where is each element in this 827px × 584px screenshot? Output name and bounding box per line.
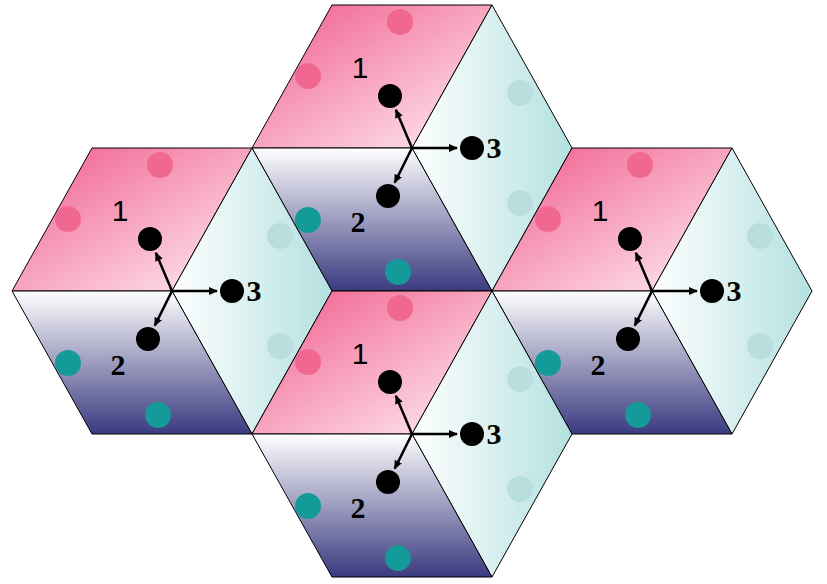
atom-dot [507,476,533,502]
blue-rhombus [252,434,492,577]
callout-number: 2 [351,493,366,523]
vector-arrow [172,290,217,293]
atom-dot [747,223,773,249]
callout-number: 1 [112,196,129,226]
vector-arrow [155,291,172,326]
vector-dot [700,279,724,303]
vector-dot [618,227,642,251]
atom-dot [295,207,321,233]
atom-dot [535,350,561,376]
atom-dot [267,333,293,359]
callout-number: 3 [247,276,262,306]
atom-dot [387,295,413,321]
callout-number: 3 [487,419,502,449]
vector-dot [136,327,160,351]
vector-arrow [395,148,412,183]
vector-dot [376,184,400,208]
atom-dot [507,80,533,106]
vector-arrow [396,396,412,434]
vector-arrow [652,290,697,293]
vector-dot [138,227,162,251]
blue-rhombus [12,291,252,434]
atom-dot [267,223,293,249]
callout-number: 1 [352,53,369,83]
vector-dot [378,370,402,394]
vector-dot [460,136,484,160]
vector-dot [460,422,484,446]
atom-dot [295,493,321,519]
atom-dot [295,349,321,375]
atom-dot [295,63,321,89]
atom-dot [507,366,533,392]
atom-dot [385,545,411,571]
callout-number: 1 [592,196,609,226]
vector-arrow [395,434,412,469]
atom-dot [387,9,413,35]
atom-dot [535,206,561,232]
atom-dot [385,259,411,285]
atom-dot [55,350,81,376]
atom-dot [747,333,773,359]
atom-dot [625,402,651,428]
callout-number: 2 [591,350,606,380]
vector-dot [378,84,402,108]
callout-number: 3 [727,276,742,306]
callout-number: 2 [111,350,126,380]
callout-number: 3 [487,133,502,163]
vector-arrow [412,147,457,150]
vector-arrow [635,291,652,326]
atom-dot [507,190,533,216]
atom-dot [145,402,171,428]
atom-dot [627,152,653,178]
callout-number: 2 [351,207,366,237]
vector-arrow [156,253,172,291]
vector-dot [220,279,244,303]
atom-dot [147,152,173,178]
vector-arrow [396,110,412,148]
vector-dot [376,470,400,494]
vector-dot [616,327,640,351]
atom-dot [55,206,81,232]
callout-number: 1 [352,339,369,369]
vector-arrow [412,433,457,436]
vector-arrow [636,253,652,291]
